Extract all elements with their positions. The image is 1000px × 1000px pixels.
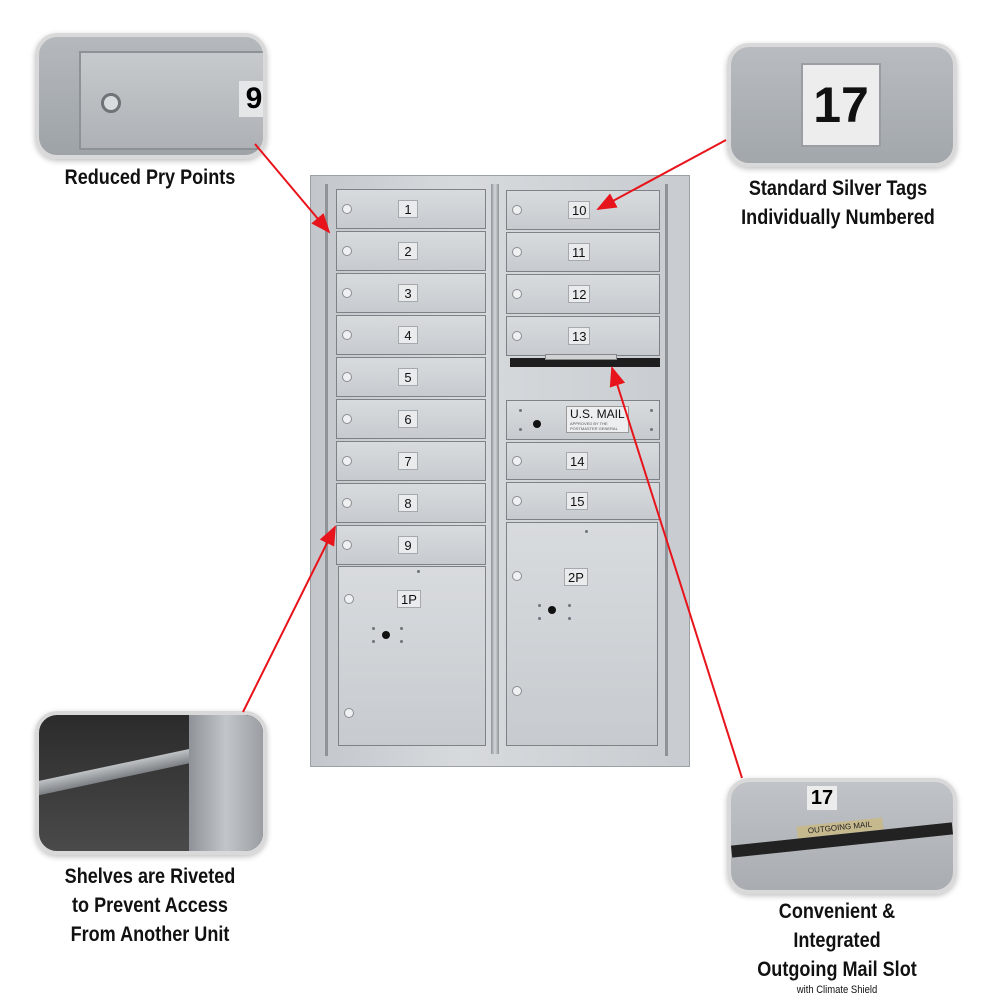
lock-icon bbox=[512, 331, 522, 341]
silver-tag-callout: 17 bbox=[727, 43, 957, 167]
slot-shield bbox=[545, 354, 617, 360]
lock-icon bbox=[342, 246, 352, 256]
caption-line: to Prevent Access bbox=[72, 894, 228, 917]
door-number-tag: 14 bbox=[566, 452, 589, 470]
screw-dot bbox=[538, 604, 541, 607]
arrow-tags bbox=[596, 139, 727, 210]
keyhole-icon bbox=[382, 631, 390, 639]
arrow-shelves bbox=[242, 525, 336, 713]
screw-dot bbox=[372, 627, 375, 630]
lock-icon bbox=[512, 571, 522, 581]
door-number-tag: 1P bbox=[397, 590, 421, 608]
mailbox-door[interactable] bbox=[336, 189, 486, 229]
screw-dot bbox=[650, 428, 653, 431]
door-number-tag: 13 bbox=[568, 327, 591, 345]
left-frame bbox=[325, 184, 328, 756]
parcel-locker-right[interactable] bbox=[506, 522, 658, 746]
door-number-tag: 10 bbox=[568, 201, 591, 219]
pry-points-caption: Reduced Pry Points bbox=[64, 166, 236, 189]
arrow-slot bbox=[609, 366, 743, 779]
screw-dot bbox=[400, 640, 403, 643]
center-divider bbox=[491, 184, 499, 754]
mail-slot-callout: 17 OUTGOING MAIL bbox=[727, 778, 957, 894]
lock-icon bbox=[512, 247, 522, 257]
door-number-tag: 2 bbox=[398, 242, 418, 260]
screw-dot bbox=[372, 640, 375, 643]
screw-dot bbox=[650, 409, 653, 412]
lock-icon bbox=[342, 372, 352, 382]
shelves-caption: Shelves are Riveted to Prevent Access Fr… bbox=[47, 862, 253, 949]
callout-tag: 17 bbox=[807, 786, 837, 810]
screw-dot bbox=[568, 604, 571, 607]
silver-tag-caption: Standard Silver Tags Individually Number… bbox=[735, 174, 941, 232]
door-number-tag: 5 bbox=[398, 368, 418, 386]
door-number-tag: 6 bbox=[398, 410, 418, 428]
screw-dot bbox=[519, 409, 522, 412]
mail-slot-caption: Convenient & Integrated Outgoing Mail Sl… bbox=[734, 897, 940, 997]
screw-dot bbox=[400, 627, 403, 630]
screw-dot bbox=[568, 617, 571, 620]
caption-line: Standard Silver Tags bbox=[748, 177, 928, 200]
side-panel bbox=[189, 715, 263, 851]
door-number-tag: 12 bbox=[568, 285, 591, 303]
caption-line: Outgoing Mail Slot bbox=[757, 958, 917, 981]
door-number-tag: 2P bbox=[564, 568, 588, 586]
lock-icon bbox=[101, 93, 121, 113]
screw-dot bbox=[538, 617, 541, 620]
pry-points-callout: 9 bbox=[35, 33, 267, 159]
lock-icon bbox=[342, 288, 352, 298]
callout-tag: 17 bbox=[801, 63, 881, 147]
lock-icon bbox=[344, 594, 354, 604]
door-number-tag: 9 bbox=[398, 536, 418, 554]
door-number-tag: 11 bbox=[568, 243, 590, 261]
lock-icon bbox=[342, 456, 352, 466]
caption-sub: with Climate Shield bbox=[796, 984, 878, 996]
lock-icon bbox=[342, 330, 352, 340]
door-number-tag: 7 bbox=[398, 452, 418, 470]
caption-line: From Another Unit bbox=[70, 923, 230, 946]
lock-icon bbox=[342, 204, 352, 214]
lock-icon bbox=[512, 496, 522, 506]
caption-line: Convenient & Integrated bbox=[778, 900, 896, 952]
keyhole-icon bbox=[533, 420, 541, 428]
lock-icon bbox=[342, 414, 352, 424]
lock-icon bbox=[342, 540, 352, 550]
lock-icon bbox=[512, 456, 522, 466]
lock-icon bbox=[512, 205, 522, 215]
door-number-tag: 8 bbox=[398, 494, 418, 512]
arrow-pry bbox=[254, 143, 331, 234]
lock-icon bbox=[512, 289, 522, 299]
door-number-tag: 4 bbox=[398, 326, 418, 344]
caption-line: Shelves are Riveted bbox=[64, 865, 236, 888]
screw-dot bbox=[417, 570, 420, 573]
outgoing-mail-slot bbox=[510, 358, 660, 367]
right-frame bbox=[665, 184, 668, 756]
door-number-tag: 1 bbox=[398, 200, 418, 218]
screw-dot bbox=[585, 530, 588, 533]
lock-icon bbox=[512, 686, 522, 696]
usmail-subtitle: APPROVED BY THE bbox=[570, 421, 608, 426]
callout-tag: 9 bbox=[239, 81, 263, 117]
screw-dot bbox=[519, 428, 522, 431]
door-number-tag: 15 bbox=[566, 492, 589, 510]
door-number-tag: 3 bbox=[398, 284, 418, 302]
caption-line: Individually Numbered bbox=[741, 206, 935, 229]
usmail-title: U.S. MAIL bbox=[570, 407, 625, 421]
lock-icon bbox=[344, 708, 354, 718]
lock-icon bbox=[342, 498, 352, 508]
usmail-subtitle: POSTMASTER GENERAL bbox=[570, 426, 618, 431]
keyhole-icon bbox=[548, 606, 556, 614]
shelves-callout bbox=[35, 711, 267, 855]
